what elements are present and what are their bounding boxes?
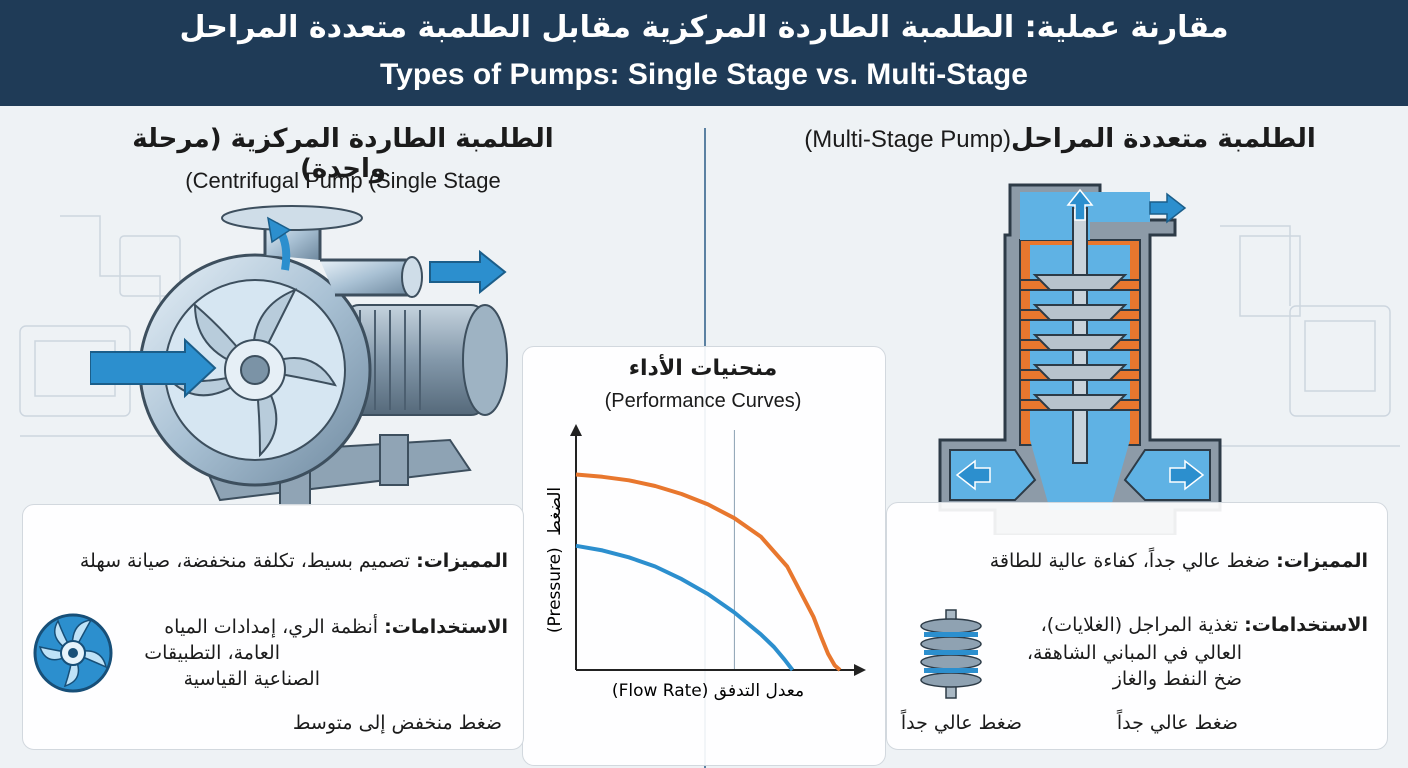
left-uses-text-1: أنظمة الري، إمدادات المياه [164, 616, 379, 638]
left-uses-line2: العامة، التطبيقات [144, 642, 280, 664]
background-sketch [19, 215, 1400, 447]
chart-title-english: (Performance Curves) [604, 390, 802, 412]
right-uses-text-1: تغذية المراجل (الغلايات)، [1040, 614, 1239, 636]
left-title-english: (Centrifugal Pump (Single Stage [185, 168, 501, 193]
right-uses-label: الاستخدامات: [1244, 614, 1368, 636]
chart-axes [570, 424, 866, 676]
left-title-arabic: الطلمبة الطاردة المركزية (مرحلة واحدة) [132, 124, 554, 184]
centrifugal-pump-illustration [90, 205, 508, 506]
header-title-english: Types of Pumps: Single Stage vs. Multi-S… [380, 58, 1028, 91]
performance-chart: (Pressure) الضغط معدل التدفق (Flow Rate) [545, 424, 866, 701]
right-uses-line2: العالي في المباني الشاهقة، [1026, 642, 1242, 664]
header-title-arabic: مقارنة عملية: الطلمبة الطاردة المركزية م… [179, 10, 1229, 45]
y-axis-label-arabic: الضغط [545, 487, 565, 536]
impeller-icon [33, 613, 113, 693]
header-banner: مقارنة عملية: الطلمبة الطاردة المركزية م… [0, 0, 1408, 106]
right-title-english: (Multi-Stage Pump) [804, 126, 1011, 153]
performance-curves-panel [522, 346, 886, 766]
right-uses-line1: الاستخدامات: تغذية المراجل (الغلايات)، [1041, 614, 1368, 636]
left-features: المميزات: تصميم بسيط، تكلفة منخفضة، صيان… [80, 550, 508, 572]
curve-series-1 [575, 472, 842, 672]
left-features-text: تصميم بسيط، تكلفة منخفضة، صيانة سهلة [79, 550, 411, 572]
left-info-panel [22, 504, 524, 750]
y-axis-label-english: (Pressure) [545, 547, 565, 633]
right-title: (Multi-Stage Pump)الطلمبة متعددة المراحل [770, 124, 1350, 154]
right-uses-line3: ضخ النفط والغاز [1112, 668, 1242, 690]
y-axis-label: (Pressure) الضغط [545, 487, 565, 633]
multi-stage-rotor-icon [920, 609, 982, 699]
right-title-arabic: الطلمبة متعددة المراحل [1010, 124, 1316, 154]
right-features: المميزات: ضغط عالي جداً، كفاءة عالية للط… [990, 550, 1368, 572]
left-uses-label: الاستخدامات: [384, 616, 508, 638]
right-pressure-note-a: ضغط عالي جداً [900, 712, 1022, 734]
chart-title-arabic: منحنيات الأداء [628, 356, 778, 381]
left-uses-line3: الصناعية القياسية [183, 668, 320, 690]
right-pressure-note-b: ضغط عالي جداً [1116, 712, 1238, 734]
multi-stage-pump-illustration [938, 183, 1222, 535]
x-axis-label: معدل التدفق (Flow Rate) [612, 681, 804, 701]
left-features-label: المميزات: [416, 550, 508, 572]
right-features-text: ضغط عالي جداً، كفاءة عالية للطاقة [989, 550, 1271, 572]
curve-series-2 [575, 543, 795, 672]
left-pressure-note: ضغط منخفض إلى متوسط [292, 712, 502, 734]
right-features-label: المميزات: [1276, 550, 1368, 572]
left-uses-line1: الاستخدامات: أنظمة الري، إمدادات المياه [164, 616, 508, 638]
